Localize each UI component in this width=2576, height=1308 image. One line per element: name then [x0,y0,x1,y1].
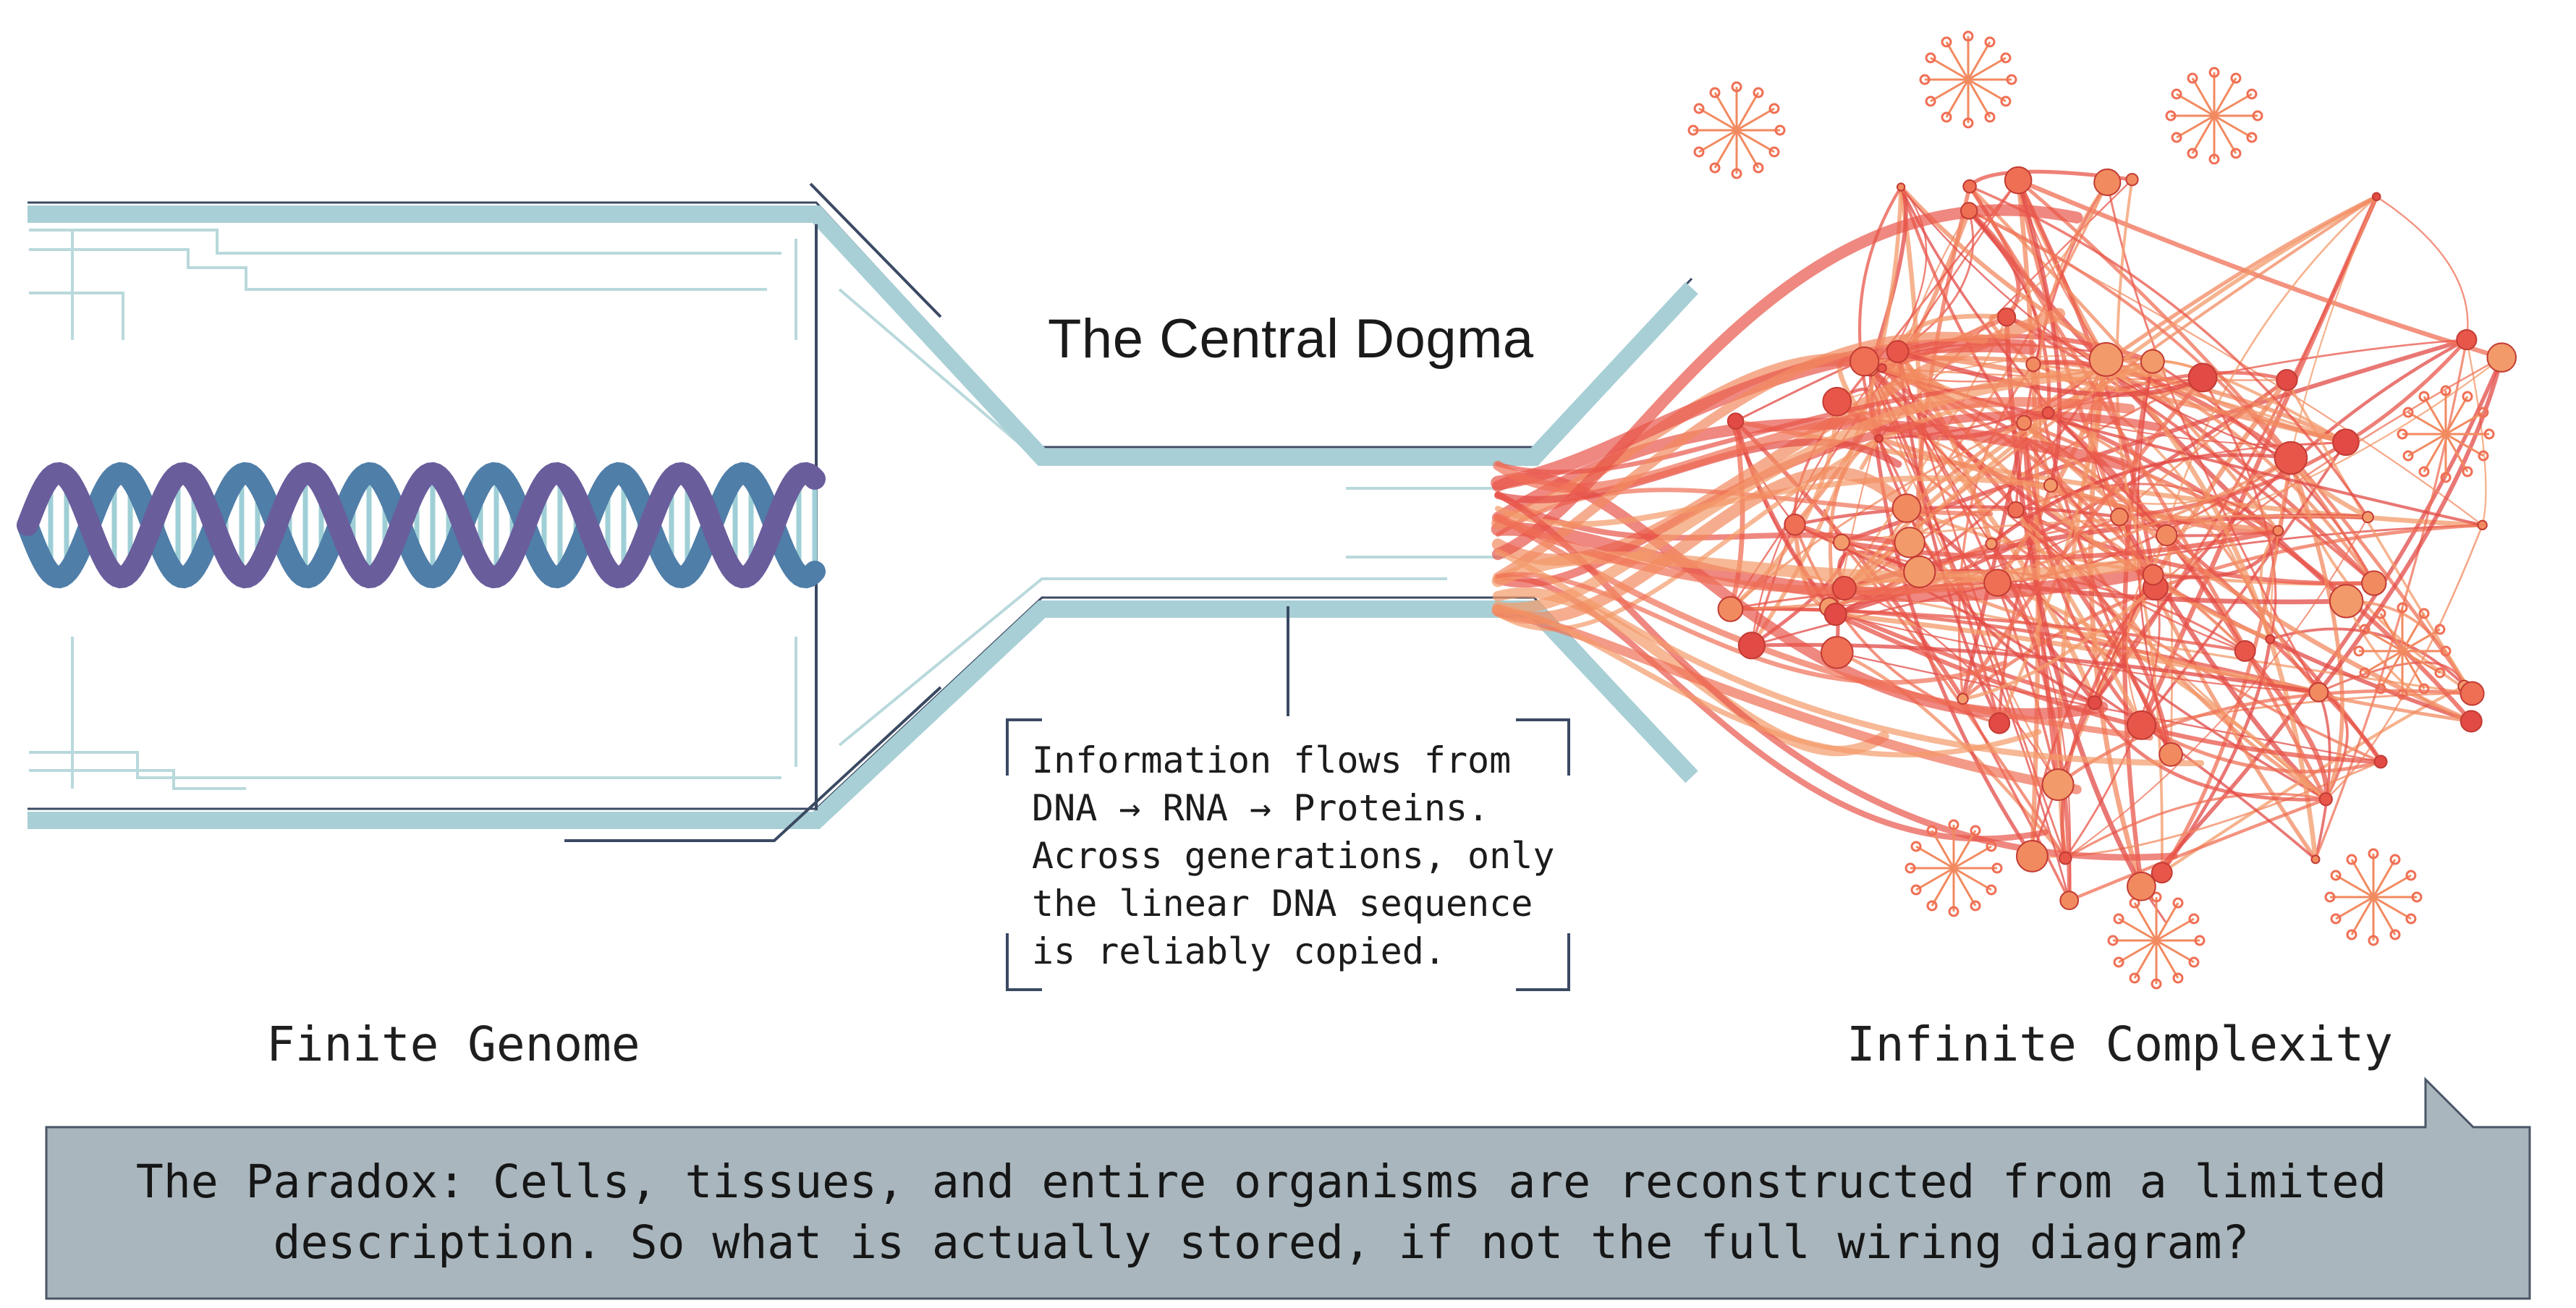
paradox-banner [45,1076,2531,1300]
diagram-title: The Central Dogma [1048,308,1534,370]
infinite-complexity-label: Infinite Complexity [1847,1016,2393,1072]
dna-helix [17,462,826,589]
protein-network [1491,30,2517,990]
info-line: DNA → RNA → Proteins. [1032,787,1490,829]
info-line: is reliably copied. [1032,930,1446,972]
paradox-line: description. So what is actually stored,… [273,1216,2250,1269]
paradox-line: The Paradox: Cells, tissues, and entire … [135,1155,2387,1208]
finite-genome-label: Finite Genome [266,1016,640,1072]
info-box: Information flows from DNA → RNA → Prote… [1032,736,1554,975]
info-line: Across generations, only [1032,835,1555,877]
info-line: Information flows from [1032,739,1512,781]
info-line: the linear DNA sequence [1032,883,1533,925]
paradox-text: The Paradox: Cells, tissues, and entire … [85,1152,2437,1273]
info-box-brackets [1006,718,1570,991]
